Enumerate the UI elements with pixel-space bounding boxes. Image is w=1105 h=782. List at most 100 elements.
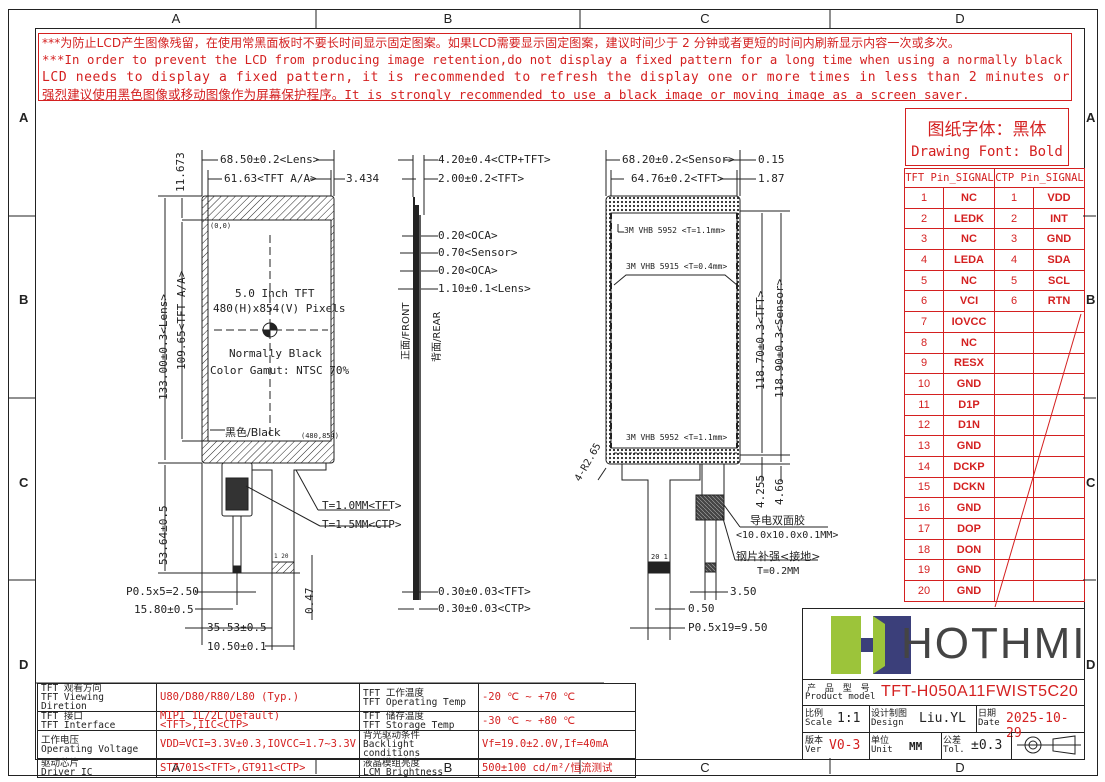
fpc-pin-numbers: 1 20 (274, 553, 289, 560)
date-value: 2025-10-29 (1006, 711, 1069, 741)
spec-label-zh: 背光驱动条件 (362, 730, 420, 741)
drawing-font-zh: 图纸字体：黑体 (927, 120, 1047, 140)
dim-lens-width: 68.50±0.2<Lens> (220, 153, 320, 166)
tape-label-2: 3M VHB 5915 <T=0.4mm> (626, 262, 728, 271)
dim-total-thickness: 4.20±0.4<CTP+TFT> (438, 153, 551, 166)
steel-thickness: T=0.2MM (757, 566, 800, 577)
dim-1-87: 1.87 (758, 172, 785, 185)
tft-pin-header: TFT Pin_SIGNAL (904, 168, 995, 188)
dim-fpc-tft: 0.30±0.03<TFT> (438, 585, 531, 598)
tft-signal: NC (943, 187, 995, 209)
tape-label-1: 3M VHB 5952 <T=1.1mm> (624, 226, 726, 235)
spec-value: -20 ℃ ~ +70 ℃ (477, 683, 636, 712)
dim-sensor-width: 68.20±0.2<Sensor> (622, 153, 735, 166)
conductive-tape-label: 导电双面胶 (750, 514, 805, 527)
dim-4-255: 4.255 (754, 474, 767, 508)
zone-right-b: B (1086, 292, 1096, 307)
conductive-tape-size: <10.0x10.0x0.1MM> (736, 530, 839, 541)
designer-value: Liu.YL (919, 711, 966, 726)
dim-0-50: 0.50 (688, 602, 715, 615)
ctp-pin-header: CTP Pin_SIGNAL (994, 168, 1085, 188)
tft-pin: 15 (904, 476, 944, 499)
dim-tft-height: 118.70±0.3<TFT> (754, 290, 767, 390)
origin-label: (0,0) (210, 222, 232, 230)
unit-value: MM (909, 740, 923, 753)
spec-value: VDD=VCI=3.3V±0.3,IOVCC=1.7~3.3V (156, 730, 360, 759)
dim-oca-1: 0.20<OCA> (438, 229, 498, 242)
scale-label-zh: 比例 (805, 709, 824, 719)
spec-label-en: Driver IC (41, 767, 93, 778)
dim-10-50: 10.50±0.1 (207, 640, 267, 653)
scale-design-date-row: 比例 Scale 1:1 设计制图 Design Liu.YL 日期 Date … (803, 705, 1084, 741)
dim-0-47: 0.47 (303, 587, 316, 615)
spec-value: ST7701S<TFT>,GT911<CTP> (156, 758, 360, 778)
spec-label-zh: TFT 观看方向 (41, 683, 102, 694)
dim-right-offset: 3.434 (346, 172, 380, 185)
spec-label-zh: TFT 工作温度 (362, 687, 424, 699)
zone-top-b: B (443, 11, 453, 26)
zone-bottom-c: C (700, 760, 710, 775)
tft-signal: DOP (943, 518, 995, 540)
display-mode-label: Normally Black (229, 347, 322, 360)
version-label-en: Ver (805, 745, 822, 755)
warning-line-3: LCD needs to display a fixed pattern, it… (42, 70, 1072, 85)
zone-left-a: A (19, 110, 29, 125)
end-pixel-label: (480,854) (301, 432, 339, 440)
tft-signal: GND (943, 580, 995, 602)
resolution-label: 480(H)x854(V) Pixels (213, 302, 346, 315)
spec-value: -30 ℃ ~ +80 ℃ (477, 711, 636, 731)
tft-signal: GND (943, 497, 995, 519)
tft-signal: D1N (943, 414, 995, 437)
tft-signal: GND (943, 559, 995, 582)
ctp-signal: SDA (1033, 249, 1085, 271)
drawing-font-en: Drawing Font: Bold (911, 144, 1063, 160)
rear-side-label: 背面/REAR (432, 311, 443, 362)
hothmi-logo-icon (831, 616, 911, 674)
dim-tft-width: 64.76±0.2<TFT> (631, 172, 724, 185)
dim-top-offset: 11.673 (174, 152, 187, 192)
zone-right-c: C (1086, 475, 1096, 490)
zone-left-c: C (19, 475, 29, 490)
tft-signal: NC (943, 331, 995, 354)
version-label-zh: 版本 (805, 736, 824, 746)
date-label-en: Date (978, 718, 1000, 728)
tft-signal: DCKP (943, 455, 995, 478)
logo-text: HOTHMI (901, 619, 1087, 668)
spec-label-en: TFT Operating Temp (362, 696, 466, 708)
spec-value: U80/D80/R80/L80 (Typ.) (156, 683, 360, 712)
scale-label-en: Scale (805, 718, 833, 728)
dim-sensor: 0.70<Sensor> (438, 246, 518, 259)
version-unit-tol-row: 版本 Ver V0-3 单位 Unit MM 公差 Tol. ±0.3 (803, 732, 1084, 759)
tft-signal: LEDK (943, 207, 995, 230)
spec-label-zh: TFT 接口 (41, 711, 83, 722)
tolerance-label-zh: 公差 (943, 736, 962, 746)
zone-left-d: D (19, 657, 29, 672)
spec-label-en: TFT Viewing Diretion (41, 692, 104, 712)
tft-signal: VCI (943, 290, 995, 313)
zone-top-a: A (171, 11, 181, 26)
front-side-label: 正面/FRONT (401, 302, 412, 360)
product-model-label-zh: 产 品 型 号 (807, 684, 873, 694)
tape-label-3: 3M VHB 5952 <T=1.1mm> (626, 433, 728, 442)
zone-left-b: B (19, 292, 29, 307)
projection-symbol-icon (1017, 735, 1081, 755)
design-label-zh: 设计制图 (871, 709, 908, 719)
